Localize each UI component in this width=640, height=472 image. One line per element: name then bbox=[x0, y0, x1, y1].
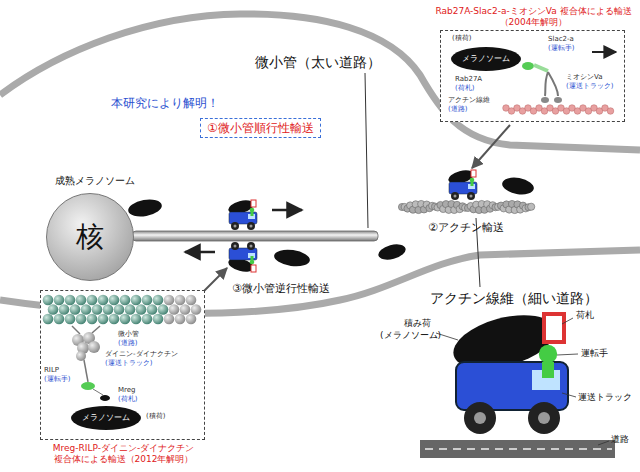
role-label: (道路) bbox=[118, 339, 137, 347]
melanosome-node: メラノソーム bbox=[451, 47, 521, 71]
melanosome-node: メラノソーム bbox=[71, 406, 141, 430]
process-label: ①微小管順行性輸送 bbox=[207, 121, 314, 135]
part-label: Rab27A bbox=[455, 75, 482, 83]
role-label: (積荷) bbox=[146, 412, 165, 420]
part-label: ミオシンVa bbox=[566, 73, 603, 81]
part-label: 微小管 bbox=[118, 330, 139, 338]
part-label: アクチン線維 bbox=[448, 96, 490, 104]
nucleus-label: 核 bbox=[76, 220, 104, 254]
process-label: ②アクチン輸送 bbox=[428, 222, 504, 235]
heading: 本研究により解明！ bbox=[111, 96, 219, 110]
role-label: (運転手) bbox=[44, 375, 70, 383]
role-label: (荷札) bbox=[455, 84, 474, 92]
legend-label: (メラノソーム) bbox=[380, 330, 441, 340]
inset-caption: Mreg-RILP-ダイニン-ダイナクチン 複合体による輸送（2012年解明） bbox=[31, 443, 216, 465]
part-label: RILP bbox=[44, 366, 59, 374]
part-label: Slac2-a bbox=[548, 35, 574, 43]
highlight-box: 本研究により解明！①微小管順行性輸送 bbox=[200, 118, 321, 138]
legend-label: 運転手 bbox=[581, 348, 608, 358]
part-label: ダイニン-ダイナクチン bbox=[105, 350, 178, 358]
role-label: (荷札) bbox=[118, 395, 137, 403]
role-label: (道路) bbox=[448, 105, 467, 113]
legend-label: 荷札 bbox=[576, 310, 594, 320]
part-label: Mreg bbox=[118, 386, 136, 394]
part-label: (積荷) bbox=[452, 34, 471, 42]
melanosome-label: メラノソーム bbox=[462, 54, 510, 64]
inset-caption: Rab27A-Slac2-a-ミオシンVa 複合体による輸送（2004年解明） bbox=[434, 6, 634, 28]
role-label: (運送トラック) bbox=[105, 359, 152, 367]
part-label: 成熟メラノソーム bbox=[55, 175, 135, 187]
structure-label: 微小管（太い道路） bbox=[255, 54, 381, 70]
role-label: (運転手) bbox=[548, 44, 574, 52]
legend-label: 運送トラック bbox=[578, 392, 632, 402]
nucleus-circle: 核 bbox=[46, 193, 134, 281]
legend-label: 積み荷 bbox=[404, 318, 431, 328]
melanosome-label: メラノソーム bbox=[82, 413, 130, 423]
legend-label: 道路 bbox=[611, 434, 629, 444]
process-label: ③微小管逆行性輸送 bbox=[232, 283, 330, 296]
role-label: (運送トラック) bbox=[566, 82, 613, 90]
structure-label: アクチン線維（細い道路） bbox=[430, 290, 598, 306]
